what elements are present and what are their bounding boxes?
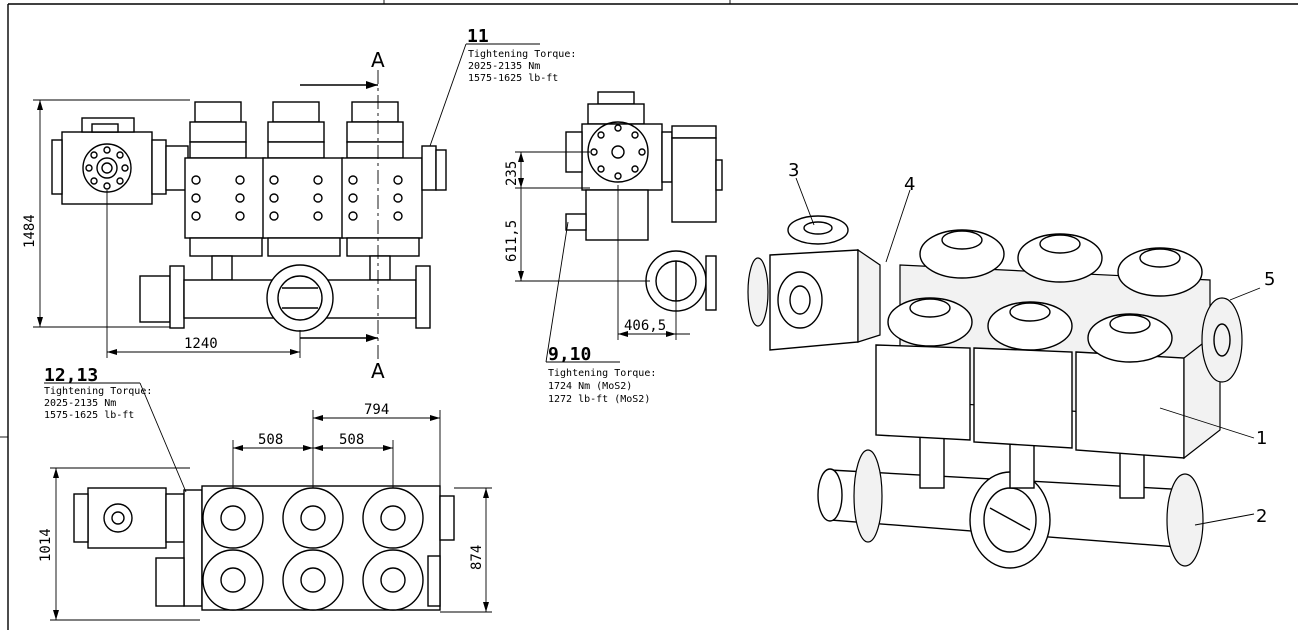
dim-top-h2: 874: [469, 545, 485, 570]
callout-9-10-line2: 1272 lb-ft (MoS2): [548, 394, 650, 405]
dim-side-h2: 611,5: [504, 220, 520, 262]
valve-stack-1: [184, 101, 266, 281]
callout-11: 11 Tightening Torque: 2025-2135 Nm 1575-…: [429, 26, 576, 147]
dim-front-width: 1240: [184, 336, 218, 352]
isometric-view: [747, 215, 1243, 569]
part-5-label: 5: [1264, 269, 1275, 290]
side-view: 235 611,5 406,5: [504, 91, 723, 340]
callout-11-line1: 2025-2135 Nm: [468, 61, 540, 72]
section-mark-top: A: [371, 48, 385, 72]
callout-11-line2: 1575-1625 lb-ft: [468, 73, 558, 84]
callout-12-13-line2: 1575-1625 lb-ft: [44, 410, 134, 421]
valve-stack-3: [341, 101, 423, 281]
part-labels: 3 4 5 1 2: [788, 160, 1275, 527]
dim-side-h1: 235: [504, 161, 520, 186]
dim-side-width: 406,5: [624, 318, 666, 334]
callout-11-number: 11: [467, 26, 489, 47]
dim-front-height: 1484: [22, 214, 38, 248]
callout-9-10-title: Tightening Torque:: [548, 368, 656, 379]
top-view-flanges: [201, 485, 441, 611]
callout-11-title: Tightening Torque:: [468, 49, 576, 60]
callout-12-13: 12,13 Tightening Torque: 2025-2135 Nm 15…: [44, 365, 187, 493]
part-1-label: 1: [1256, 428, 1267, 449]
section-mark-bottom: A: [371, 359, 385, 383]
part-4-label: 4: [904, 174, 915, 195]
part-2-label: 2: [1256, 506, 1267, 527]
callout-12-13-title: Tightening Torque:: [44, 386, 152, 397]
dim-top-w3: 508: [339, 432, 364, 448]
valve-stack-2: [262, 101, 344, 257]
callout-9-10-line1: 1724 Nm (MoS2): [548, 381, 632, 392]
callout-12-13-number: 12,13: [44, 365, 98, 386]
dim-top-w1: 794: [364, 402, 389, 418]
front-view: A A 1484 1240: [22, 48, 447, 383]
top-view: 794 508 508 1014 874: [38, 402, 492, 621]
callout-12-13-line1: 2025-2135 Nm: [44, 398, 116, 409]
callout-9-10-number: 9,10: [548, 344, 591, 365]
part-3-label: 3: [788, 160, 799, 181]
dim-top-h1: 1014: [38, 528, 54, 562]
dim-top-w2: 508: [258, 432, 283, 448]
callout-9-10: 9,10 Tightening Torque: 1724 Nm (MoS2) 1…: [545, 221, 656, 405]
